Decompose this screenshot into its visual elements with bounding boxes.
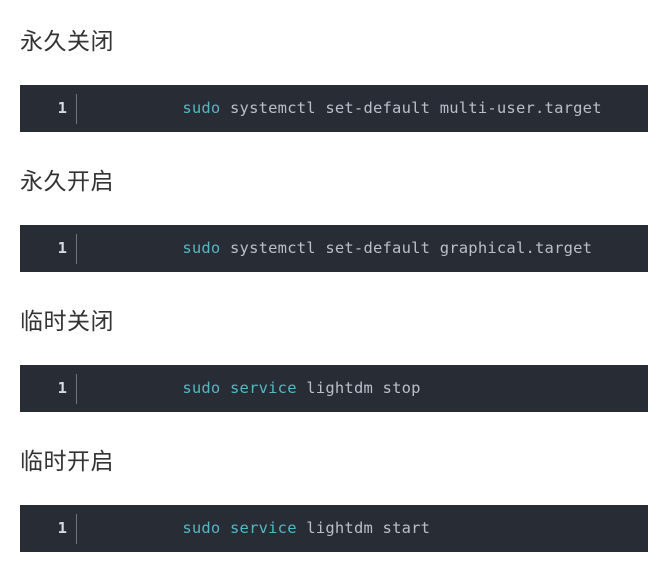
code-text: sudo systemctl set-default graphical.tar… — [77, 225, 648, 272]
gutter-divider-icon — [76, 373, 77, 404]
section-heading: 临时开启 — [20, 449, 114, 475]
code-token-plain: lightdm stop — [296, 379, 421, 397]
code-block[interactable]: 1 sudo systemctl set-default multi-user.… — [20, 85, 648, 132]
gutter-divider-icon — [76, 513, 77, 544]
code-line: 1 sudo systemctl set-default graphical.t… — [20, 225, 648, 272]
code-token-keyword: sudo — [182, 379, 221, 397]
section-heading: 临时关闭 — [20, 309, 114, 335]
code-line: 1 sudo systemctl set-default multi-user.… — [20, 85, 648, 132]
code-text: sudo systemctl set-default multi-user.ta… — [77, 85, 648, 132]
line-number: 1 — [57, 519, 67, 537]
code-token-keyword: sudo — [182, 239, 221, 257]
code-text: sudo service lightdm stop — [77, 365, 648, 412]
code-token-plain: systemctl set-default graphical.target — [220, 239, 593, 257]
code-token-space — [220, 379, 230, 397]
code-block[interactable]: 1 sudo service lightdm start — [20, 505, 648, 552]
section-heading: 永久关闭 — [20, 29, 114, 55]
gutter-divider-icon — [76, 233, 77, 264]
code-token-plain: lightdm start — [296, 519, 431, 537]
code-text: sudo service lightdm start — [77, 505, 648, 552]
code-line: 1 sudo service lightdm stop — [20, 365, 648, 412]
code-token-keyword: service — [230, 379, 297, 397]
code-token-space — [220, 519, 230, 537]
code-block[interactable]: 1 sudo service lightdm stop — [20, 365, 648, 412]
line-number: 1 — [57, 379, 67, 397]
code-block[interactable]: 1 sudo systemctl set-default graphical.t… — [20, 225, 648, 272]
code-token-keyword: service — [230, 519, 297, 537]
line-number: 1 — [57, 239, 67, 257]
gutter-divider-icon — [76, 93, 77, 124]
code-token-plain: systemctl set-default multi-user.target — [220, 99, 602, 117]
code-line: 1 sudo service lightdm start — [20, 505, 648, 552]
line-number: 1 — [57, 99, 67, 117]
code-token-keyword: sudo — [182, 519, 221, 537]
code-token-keyword: sudo — [182, 99, 221, 117]
section-heading: 永久开启 — [20, 169, 114, 195]
